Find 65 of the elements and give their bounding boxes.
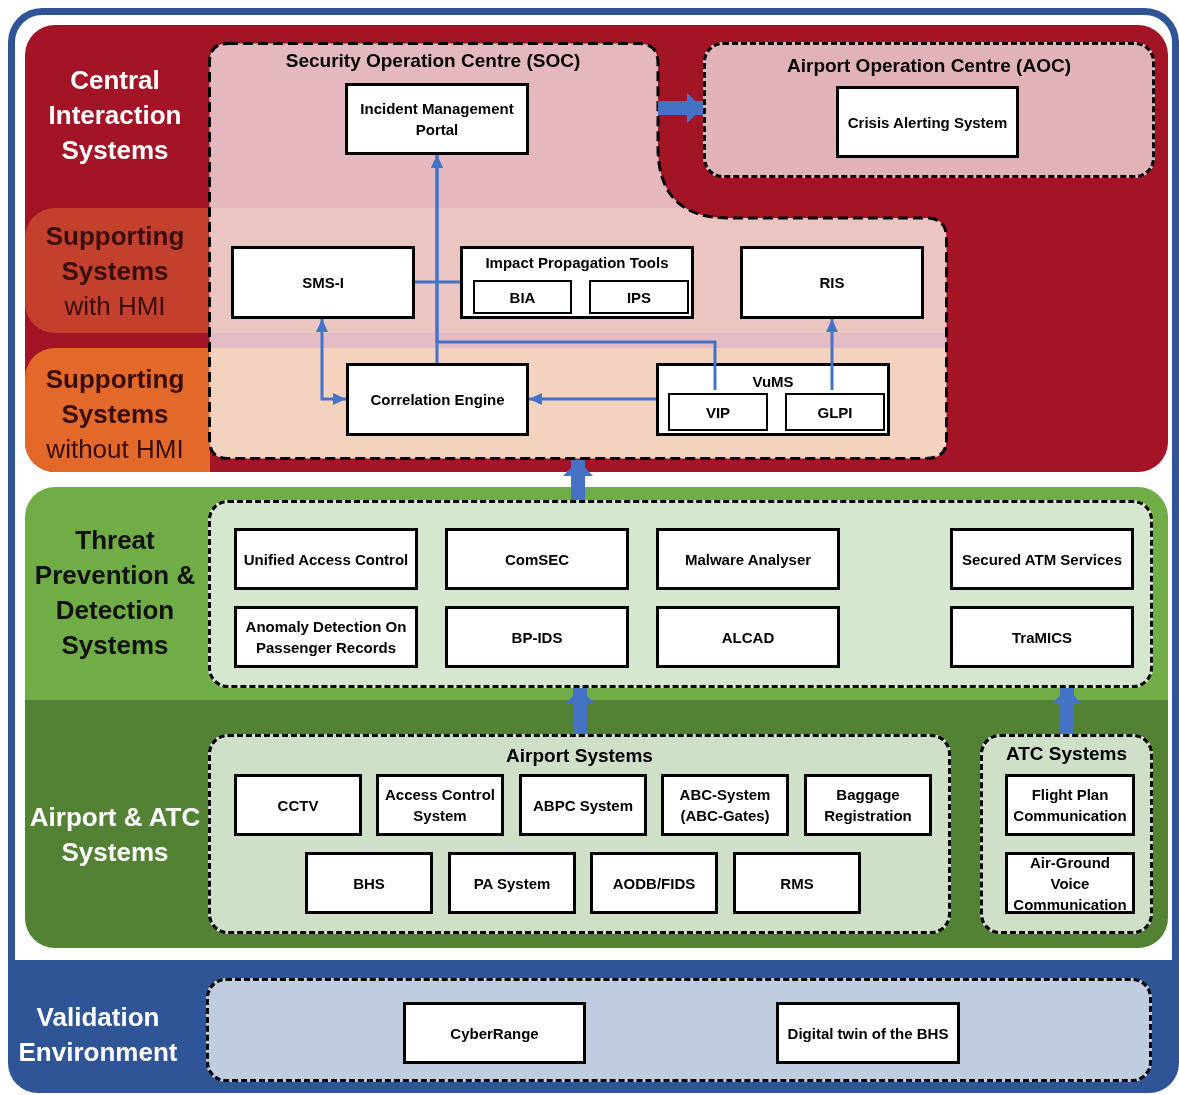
component-box: SMS-I: [231, 246, 415, 319]
component-box: AODB/FIDS: [590, 852, 718, 914]
system-group: [980, 734, 1153, 934]
component-box: Incident Management Portal: [345, 83, 529, 155]
component-box: Access Control System: [376, 774, 504, 836]
arrow: [431, 155, 717, 390]
group-title: ATC Systems: [1004, 743, 1129, 765]
layer-label: Validation Environment: [17, 1001, 179, 1069]
system-group: [208, 500, 1153, 688]
system-group: [703, 42, 1155, 178]
component-box: CyberRange: [403, 1002, 586, 1064]
component-box: Air-Ground Voice Communication: [1005, 852, 1135, 914]
block-arrow: [565, 688, 595, 734]
component-box: ComSEC: [445, 528, 629, 590]
component-box: Unified Access Control: [234, 528, 418, 590]
component-box: Crisis Alerting System: [836, 86, 1019, 158]
arrow: [316, 319, 346, 405]
component-box: VIP: [668, 393, 768, 431]
block-arrow: [1052, 688, 1082, 734]
component-box: GLPI: [785, 393, 885, 431]
layer-band: [25, 700, 1168, 948]
component-box: ALCAD: [656, 606, 840, 668]
component-box: BHS: [305, 852, 433, 914]
layer-label: Supporting Systems without HMI: [44, 362, 186, 466]
system-group: [206, 978, 1152, 1082]
layer-band: [25, 25, 1168, 472]
layer-label: Central Interaction Systems: [47, 63, 183, 167]
block-arrow: [563, 460, 593, 500]
system-group: [208, 734, 951, 934]
component-box: ABPC System: [519, 774, 647, 836]
component-box: [656, 363, 890, 436]
component-box: RMS: [733, 852, 861, 914]
layer-label: Airport & ATC Systems: [28, 801, 202, 869]
component-box: TraMICS: [950, 606, 1134, 668]
component-box: Malware Analyser: [656, 528, 840, 590]
component-box: BIA: [473, 280, 572, 314]
connector-line: [415, 280, 460, 284]
box-title: Impact Propagation Tools: [484, 254, 670, 272]
component-box: Secured ATM Services: [950, 528, 1134, 590]
layer-label: Threat Prevention & Detection Systems: [33, 524, 197, 662]
group-title: Security Operation Centre (SOC): [284, 50, 582, 72]
component-box: ABC-System (ABC-Gates): [661, 774, 789, 836]
arrow: [529, 393, 656, 405]
component-box: BP-IDS: [445, 606, 629, 668]
component-box: IPS: [589, 280, 689, 314]
block-arrow: [658, 93, 703, 123]
box-title: VuMS: [751, 373, 795, 391]
component-box: Digital twin of the BHS: [776, 1002, 960, 1064]
component-box: Baggage Registration: [804, 774, 932, 836]
layer-band: [25, 208, 210, 333]
component-box: RIS: [740, 246, 924, 319]
arrow: [826, 319, 838, 390]
component-box: Flight Plan Communication: [1005, 774, 1135, 836]
component-box: [460, 246, 694, 319]
system-group: [208, 42, 948, 460]
layer-band: [25, 348, 210, 472]
group-title: Airport Operation Centre (AOC): [786, 55, 1072, 77]
component-box: CCTV: [234, 774, 362, 836]
component-box: Anomaly Detection On Passenger Records: [234, 606, 418, 668]
layer-band: [25, 487, 1168, 700]
component-box: Correlation Engine: [346, 363, 529, 436]
group-title: Airport Systems: [505, 745, 654, 767]
layer-band: [8, 962, 1179, 1093]
component-box: PA System: [448, 852, 576, 914]
layer-label: Supporting Systems with HMI: [44, 219, 186, 323]
